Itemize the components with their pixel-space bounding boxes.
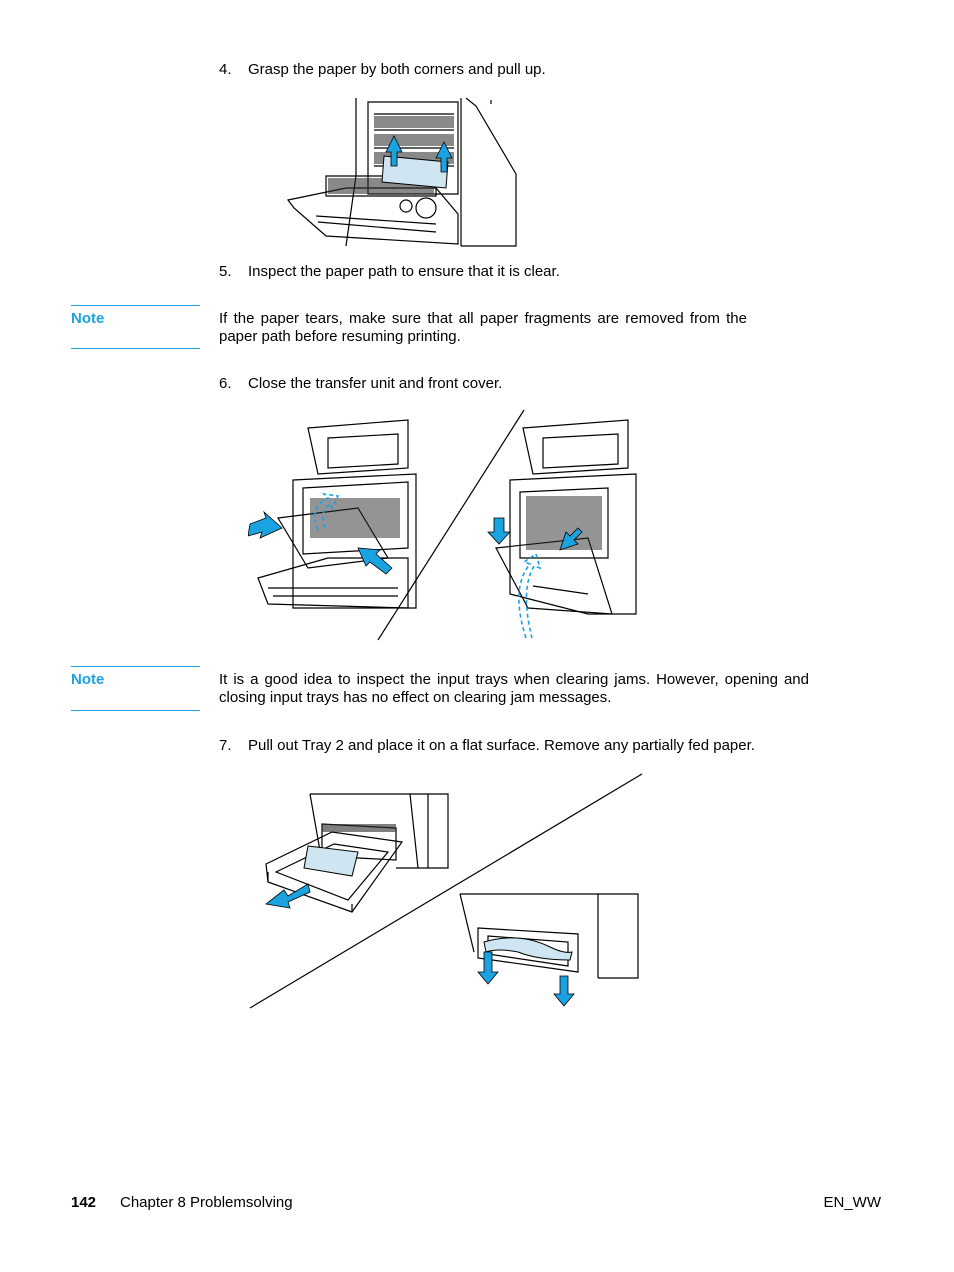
note-bottom-rule (71, 710, 200, 711)
close-transfer-unit-illustration (248, 409, 637, 641)
step-4: 4. Grasp the paper by both corners and pu… (219, 61, 546, 79)
step-7: 7. Pull out Tray 2 and place it on a flat… (219, 737, 755, 755)
note-top-rule (71, 305, 200, 306)
step-number: 4. (219, 61, 232, 78)
note-text: It is a good idea to inspect the input t… (219, 671, 809, 706)
step-number: 7. (219, 737, 232, 754)
step-text: Grasp the paper by both corners and pull… (248, 61, 546, 78)
chapter-title: Chapter 8 Problemsolving (120, 1194, 293, 1211)
page-number: 142 (71, 1194, 97, 1211)
note-text: If the paper tears, make sure that all p… (219, 310, 747, 345)
note-top-rule (71, 666, 200, 667)
step-number: 6. (219, 375, 232, 392)
note-label: Note (71, 310, 105, 327)
step-text: Close the transfer unit and front cover. (248, 375, 503, 392)
step-text: Pull out Tray 2 and place it on a flat s… (248, 737, 755, 754)
doc-code: EN_WW (823, 1194, 882, 1211)
step-number: 5. (219, 263, 232, 280)
pull-paper-up-illustration (286, 97, 517, 247)
note-label: Note (71, 671, 105, 688)
note-bottom-rule (71, 348, 200, 349)
step-6: 6. Close the transfer unit and front cove… (219, 375, 502, 393)
pull-out-tray2-illustration (249, 773, 643, 1009)
step-text: Inspect the paper path to ensure that it… (248, 263, 560, 280)
step-5: 5. Inspect the paper path to ensure that … (219, 263, 560, 281)
